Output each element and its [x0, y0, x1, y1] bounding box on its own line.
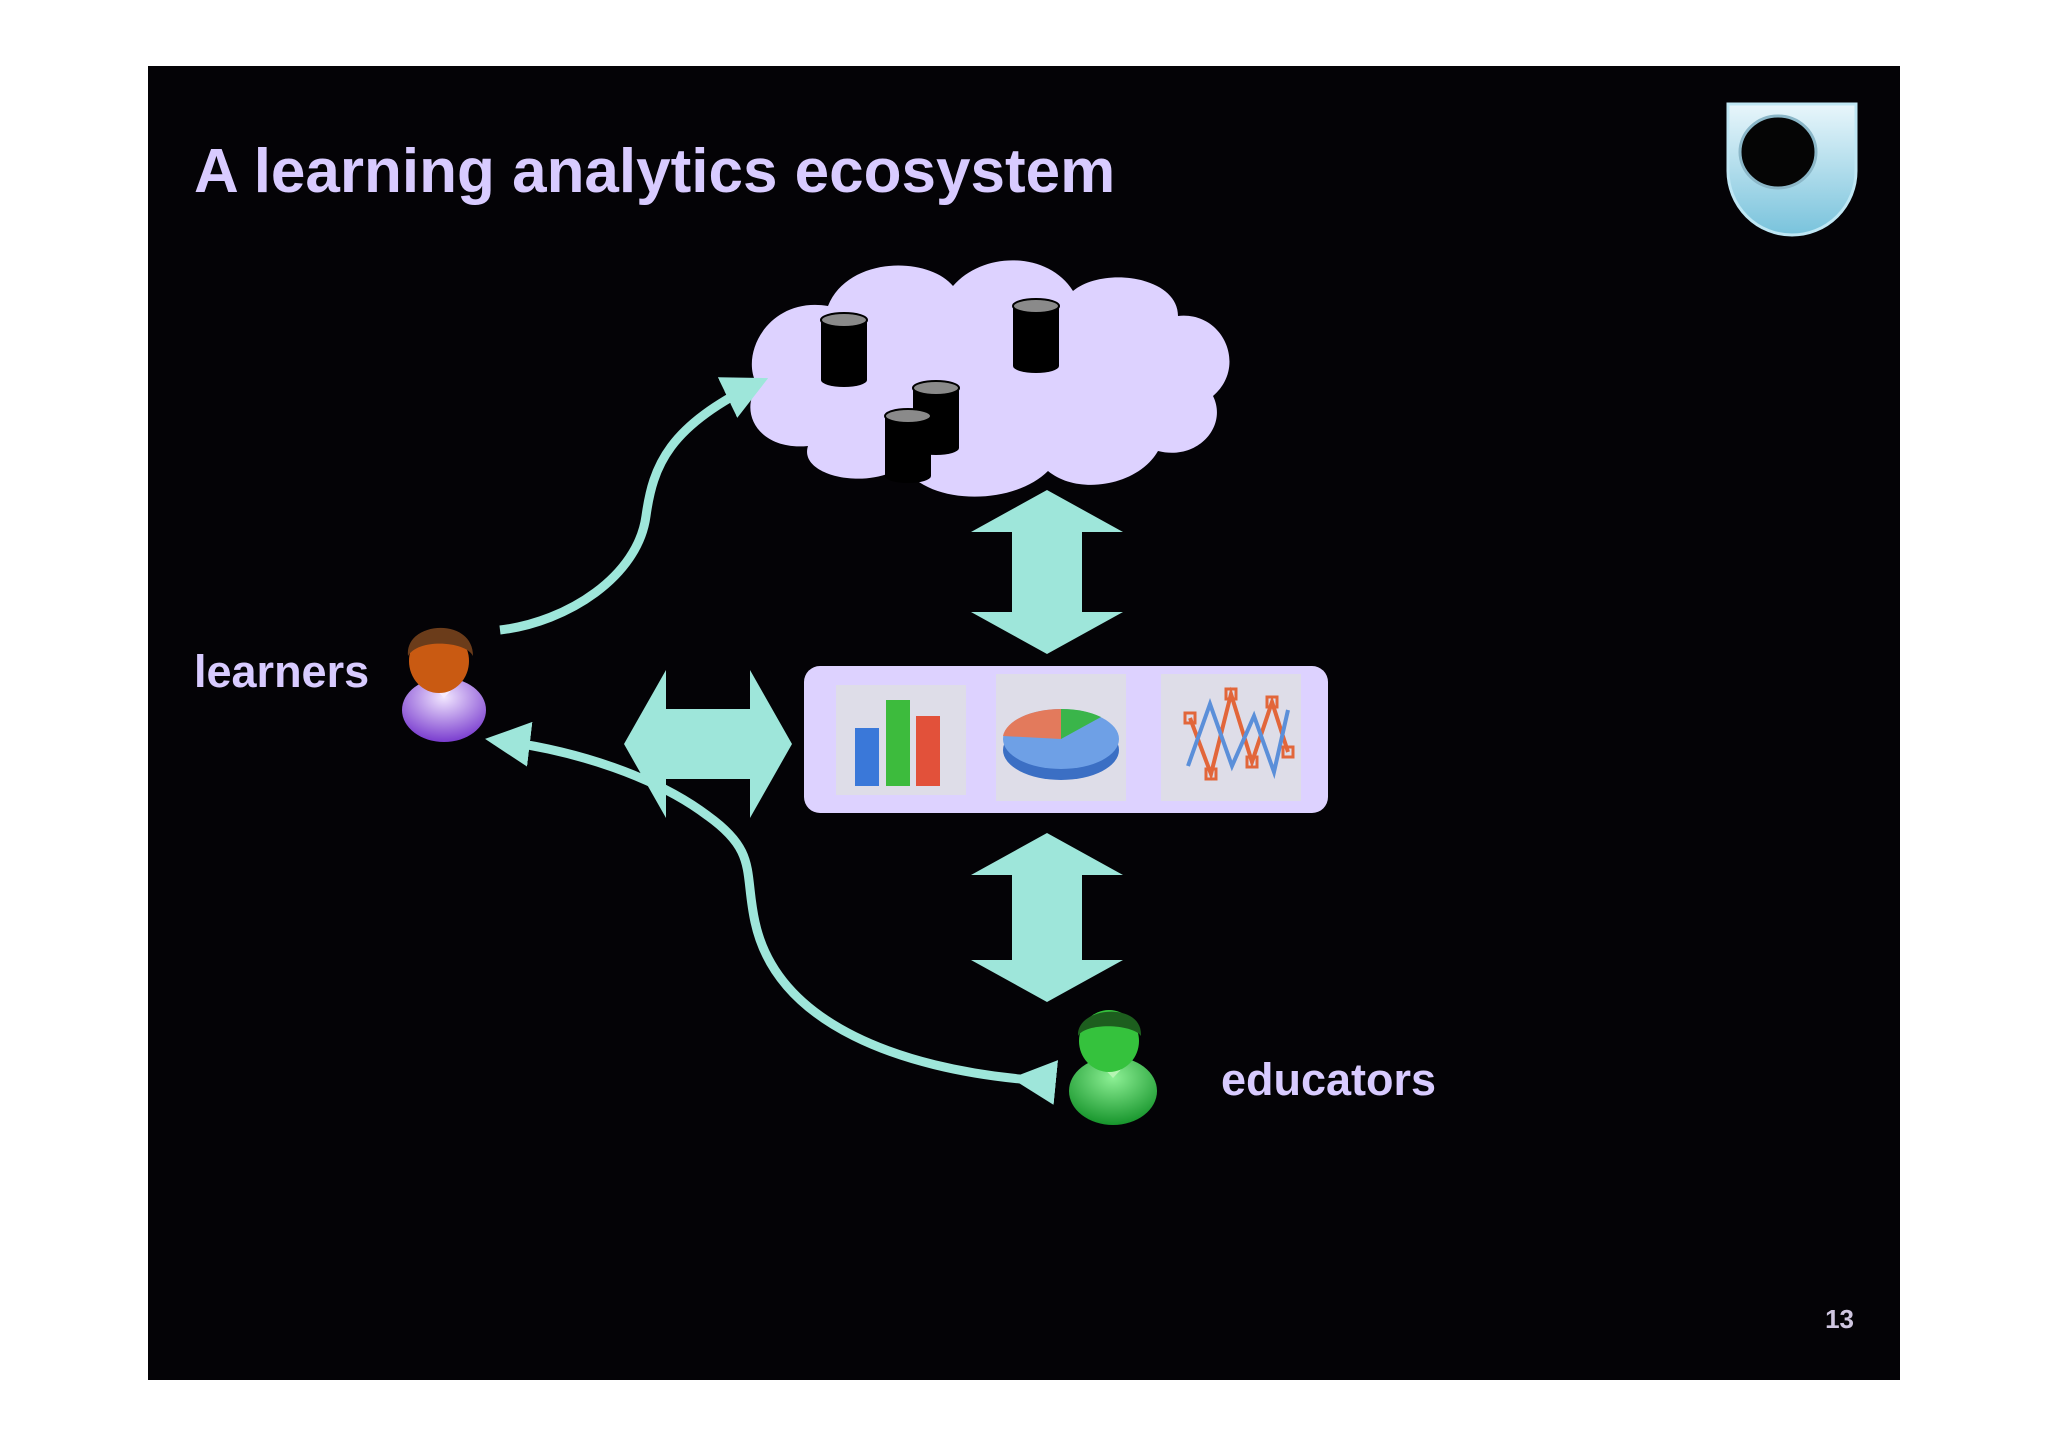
slide-title: A learning analytics ecosystem [194, 137, 1116, 206]
educators-label: educators [1221, 1054, 1437, 1105]
page-number: 13 [1825, 1304, 1854, 1334]
learners-analytics-arrow [624, 670, 792, 818]
open-university-logo-icon [1726, 102, 1858, 237]
learners-cloud-arrow [499, 377, 769, 635]
database-icon [1012, 298, 1060, 373]
pie-chart-icon [996, 674, 1126, 801]
slide: A learning analytics ecosystem learners … [148, 66, 1900, 1380]
educator-person-icon [1069, 1010, 1157, 1125]
database-icon [820, 312, 868, 387]
database-icon [884, 408, 932, 483]
learners-label: learners [194, 646, 370, 697]
analytics-educators-arrow [971, 833, 1123, 1002]
bar-chart-icon [836, 685, 966, 795]
cloud-analytics-arrow [971, 490, 1123, 654]
learner-person-icon [402, 627, 486, 742]
cloud-data-store-icon [750, 260, 1230, 497]
line-chart-icon [1161, 674, 1301, 801]
educators-learners-arrow [485, 721, 1059, 1105]
ecosystem-diagram [402, 102, 1858, 1125]
